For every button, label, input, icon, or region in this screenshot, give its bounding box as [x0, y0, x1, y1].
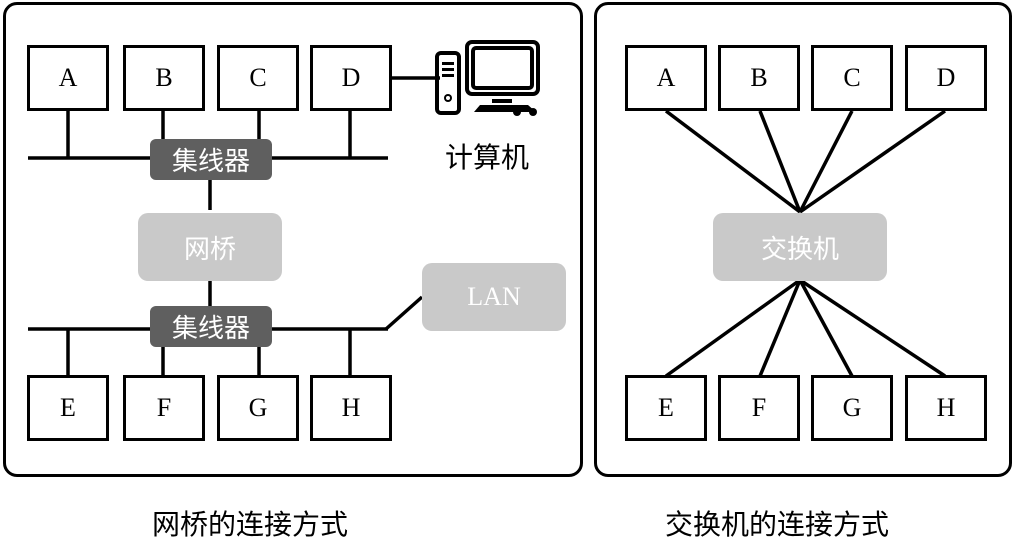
node-e-right: E	[625, 375, 707, 441]
lan-link	[384, 295, 424, 331]
switch-link-g	[798, 279, 854, 377]
node-d-left: D	[310, 45, 392, 111]
node-b-right: B	[718, 45, 800, 111]
switch-link-b	[758, 110, 802, 213]
desktop-computer-icon	[435, 40, 540, 116]
hub-bottom: 集线器	[150, 306, 272, 347]
switch-link-f	[758, 279, 802, 377]
bridge-box: 网桥	[138, 213, 282, 281]
node-h-right: H	[905, 375, 987, 441]
bridge-caption: 网桥的连接方式	[152, 508, 349, 541]
node-d-right: D	[905, 45, 987, 111]
node-b-left: B	[123, 45, 205, 111]
switch-link-d	[798, 109, 947, 214]
node-g-left: G	[217, 375, 299, 441]
node-e-left: E	[27, 375, 109, 441]
node-a-left: A	[27, 45, 109, 111]
node-g-right: G	[811, 375, 893, 441]
node-f-left: F	[123, 375, 205, 441]
switch-link-a	[664, 109, 802, 214]
node-f-right: F	[718, 375, 800, 441]
node-h-left: H	[310, 375, 392, 441]
lan-box: LAN	[422, 263, 566, 331]
node-c-left: C	[217, 45, 299, 111]
node-a-right: A	[625, 45, 707, 111]
hub-top: 集线器	[150, 139, 272, 180]
switch-box: 交换机	[713, 213, 887, 281]
switch-link-h	[799, 278, 946, 378]
switch-caption: 交换机的连接方式	[665, 508, 890, 541]
node-c-right: C	[811, 45, 893, 111]
computer-label: 计算机	[445, 141, 530, 174]
switch-link-c	[798, 110, 854, 213]
switch-link-e	[664, 278, 802, 378]
